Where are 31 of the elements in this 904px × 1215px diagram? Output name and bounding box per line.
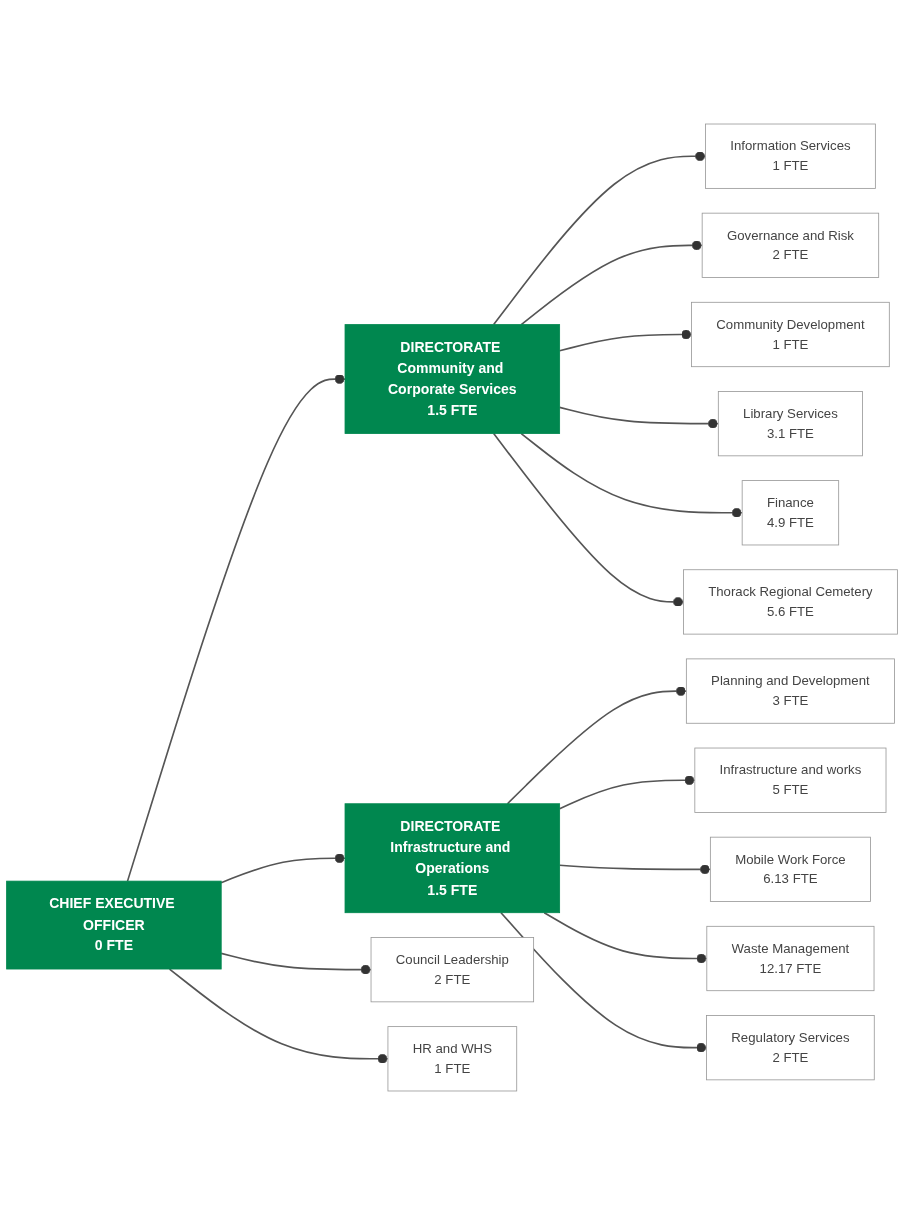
connector [558, 864, 712, 875]
node-box: Mobile Work Force 6.13 FTE [709, 836, 871, 902]
connector [520, 432, 743, 518]
node-box: Library Services 3.1 FTE [717, 391, 863, 457]
connector [168, 968, 389, 1064]
connector [558, 775, 696, 810]
node-box: Regulatory Services 2 FTE [706, 1015, 875, 1081]
connector [543, 911, 708, 964]
connector [126, 374, 346, 882]
node-box: Infrastructure and works 5 FTE [694, 747, 887, 813]
node-box: Finance 4.9 FTE [741, 480, 840, 546]
connector [492, 432, 685, 607]
connector [506, 686, 688, 805]
node-box: Council Leadership 2 FTE [370, 937, 535, 1003]
node-box: Governance and Risk 2 FTE [701, 212, 880, 278]
connector [558, 329, 693, 352]
node-box: Information Services 1 FTE [705, 123, 876, 189]
connector [520, 240, 703, 326]
connector [492, 151, 707, 326]
connector [220, 952, 372, 975]
node-box: DIRECTORATE Infrastructure and Operations 1.5 FTE [344, 803, 561, 914]
connector [558, 406, 720, 429]
node-box: DIRECTORATE Community and Corporate Services 1.5 FTE [344, 324, 561, 434]
node-box: Waste Management 12.17 FTE [706, 925, 875, 992]
node-box: Planning and Development 3 FTE [685, 658, 895, 724]
node-box: CHIEF EXECUTIVE OFFICER 0 FTE [6, 880, 222, 970]
node-box: Thorack Regional Cemetery 5.6 FTE [683, 569, 898, 635]
connector [500, 911, 708, 1053]
connector [220, 853, 346, 884]
node-box: Community Development 1 FTE [691, 301, 890, 368]
node-box: HR and WHS 1 FTE [387, 1026, 518, 1092]
